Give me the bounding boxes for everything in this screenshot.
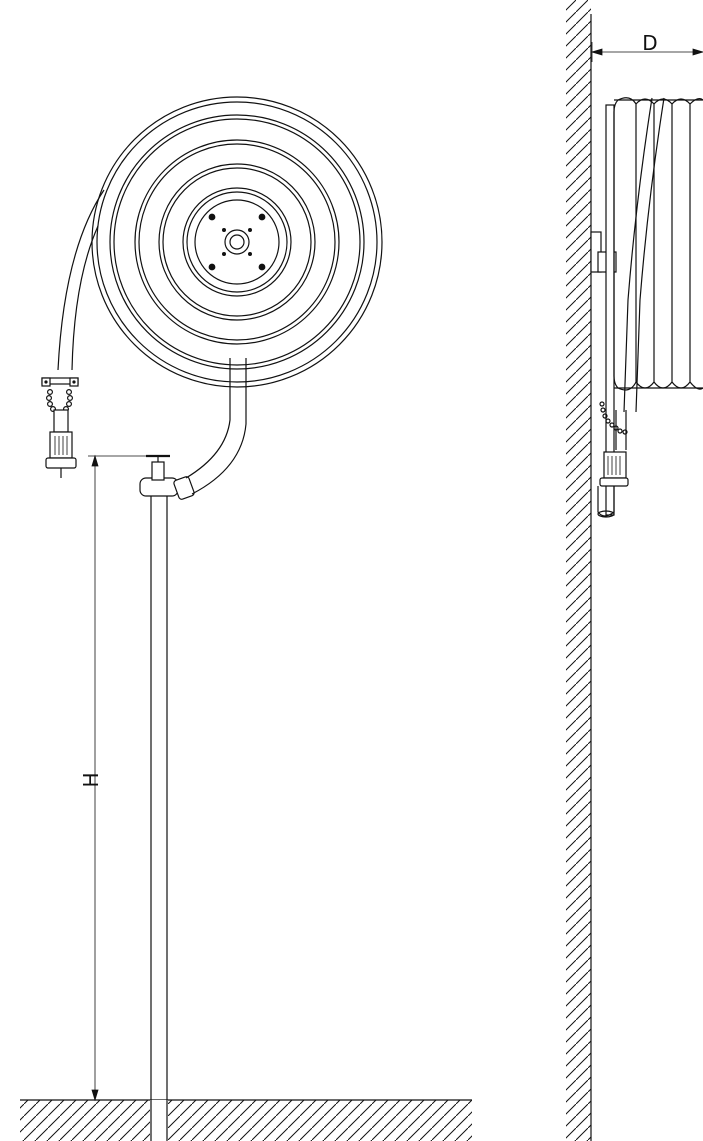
reel-coils	[613, 97, 703, 391]
wall-hatching	[566, 0, 592, 1141]
inlet-hose	[185, 358, 247, 495]
side-chain	[599, 401, 628, 435]
depth-dimension: D	[590, 31, 703, 62]
height-dimension: H	[79, 454, 150, 1102]
hose-bracket	[41, 377, 79, 387]
reel-hub	[208, 213, 266, 271]
floor-hatching	[20, 1099, 472, 1141]
side-view: D	[566, 0, 703, 1141]
chain	[45, 389, 73, 413]
depth-label: D	[642, 31, 657, 55]
height-label: H	[79, 772, 103, 787]
side-nozzle	[599, 451, 629, 487]
standpipe	[150, 494, 168, 1141]
side-hose	[615, 97, 665, 450]
outlet-hose	[57, 189, 105, 371]
reel-drum	[91, 96, 383, 388]
wall-bracket	[590, 104, 617, 516]
side-tube	[597, 486, 615, 518]
front-view: H	[20, 96, 472, 1141]
nozzle	[45, 409, 77, 478]
